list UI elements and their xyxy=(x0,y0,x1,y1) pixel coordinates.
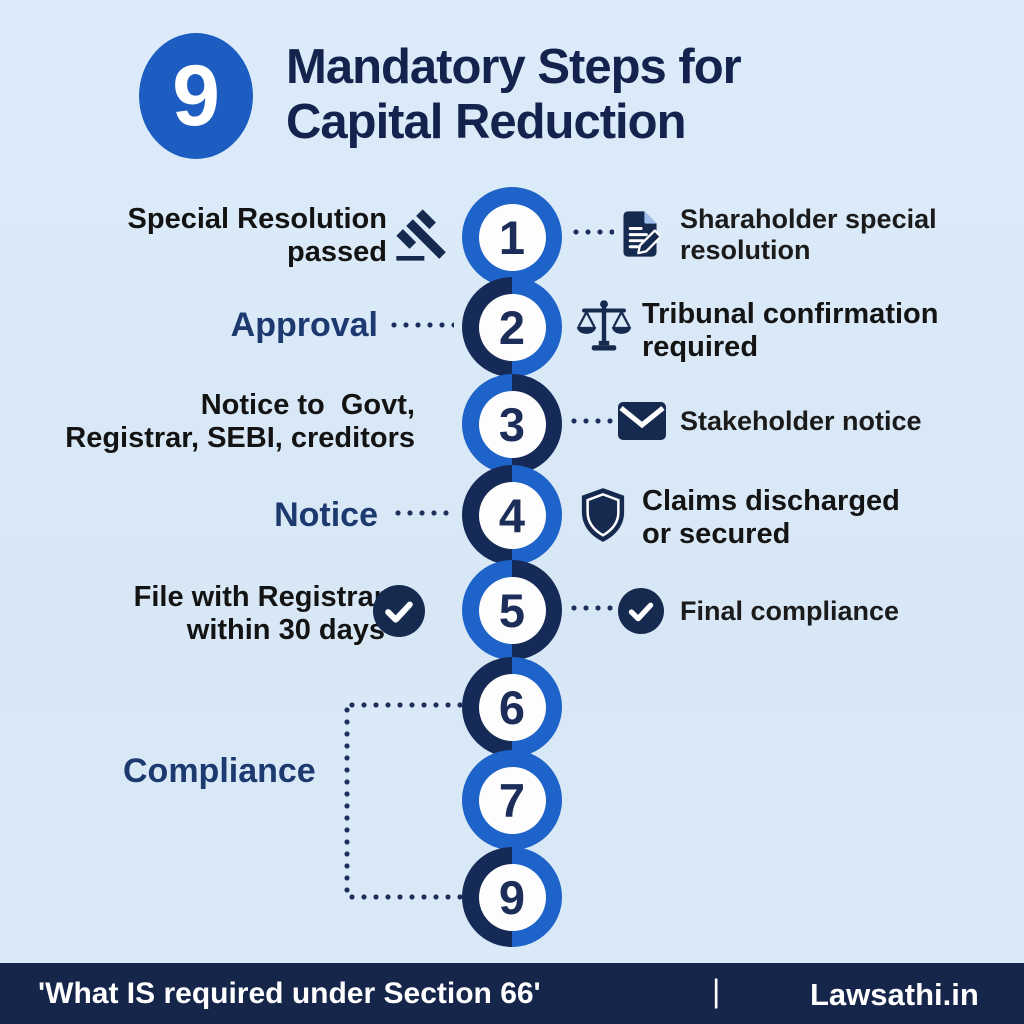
footer-divider: | xyxy=(712,973,721,1009)
scales-icon xyxy=(576,296,632,361)
footer-brand: Lawsathi.in xyxy=(810,977,979,1012)
step-circle-6: 6 xyxy=(462,657,562,757)
count-badge: 9 xyxy=(139,33,253,159)
connector-dots-left-4 xyxy=(392,510,454,516)
step-number-4: 4 xyxy=(498,488,526,542)
document-edit-icon xyxy=(620,207,662,266)
label-final-compliance: Final compliance xyxy=(680,596,900,626)
step-circle-2: 2 xyxy=(462,277,562,377)
step-circle-1: 1 xyxy=(462,187,562,287)
check-circle-icon xyxy=(618,588,664,639)
label-claims-discharged: Claims discharged or secured xyxy=(642,485,900,550)
bracket-side-dots xyxy=(344,704,350,896)
step-number-9: 9 xyxy=(498,870,526,924)
label-notice: Notice xyxy=(274,496,378,534)
envelope-icon xyxy=(617,402,667,445)
label-approval: Approval xyxy=(230,306,378,344)
connector-dots-left-2 xyxy=(388,322,454,328)
bracket-bottom-dots xyxy=(346,894,462,900)
step-circle-5: 5 xyxy=(462,560,562,660)
label-special-resolution: Special Resolution passed xyxy=(127,203,387,268)
step-number-7: 7 xyxy=(498,773,526,827)
label-shareholder-special-resolution: Sharaholder special resolution xyxy=(680,204,937,265)
shield-icon xyxy=(579,487,627,548)
label-tribunal-confirmation: Tribunal confirmation required xyxy=(642,298,939,363)
step-number-5: 5 xyxy=(498,583,526,637)
page-title: Mandatory Steps for Capital Reduction xyxy=(286,40,742,150)
label-notice-to-govt: Notice to Govt, Registrar, SEBI, credito… xyxy=(65,389,415,454)
gavel-icon xyxy=(394,207,450,268)
footer-bar: 'What IS required under Section 66' | La… xyxy=(0,963,1024,1024)
check-circle-icon xyxy=(373,585,425,642)
connector-dots-right-5 xyxy=(568,605,614,611)
connector-dots-right-1 xyxy=(570,229,614,235)
step-number-1: 1 xyxy=(498,210,526,264)
step-circle-3: 3 xyxy=(462,374,562,474)
label-file-with-registrar: File with Registrar within 30 days xyxy=(133,581,385,646)
bracket-top-dots xyxy=(346,702,462,708)
label-compliance: Compliance xyxy=(123,752,316,790)
footer-quote: 'What IS required under Section 66' xyxy=(38,977,541,1010)
step-circle-9: 9 xyxy=(462,847,562,947)
label-stakeholder-notice: Stakeholder notice xyxy=(680,406,922,436)
page-title-line1: Mandatory Steps for xyxy=(286,40,742,94)
step-number-3: 3 xyxy=(498,397,526,451)
count-badge-number: 9 xyxy=(172,47,220,144)
step-number-2: 2 xyxy=(498,300,526,354)
step-circle-4: 4 xyxy=(462,465,562,565)
step-number-6: 6 xyxy=(498,680,526,734)
page-title-line2: Capital Reduction xyxy=(286,95,687,149)
step-circle-7: 7 xyxy=(462,750,562,850)
connector-dots-right-3 xyxy=(568,418,614,424)
